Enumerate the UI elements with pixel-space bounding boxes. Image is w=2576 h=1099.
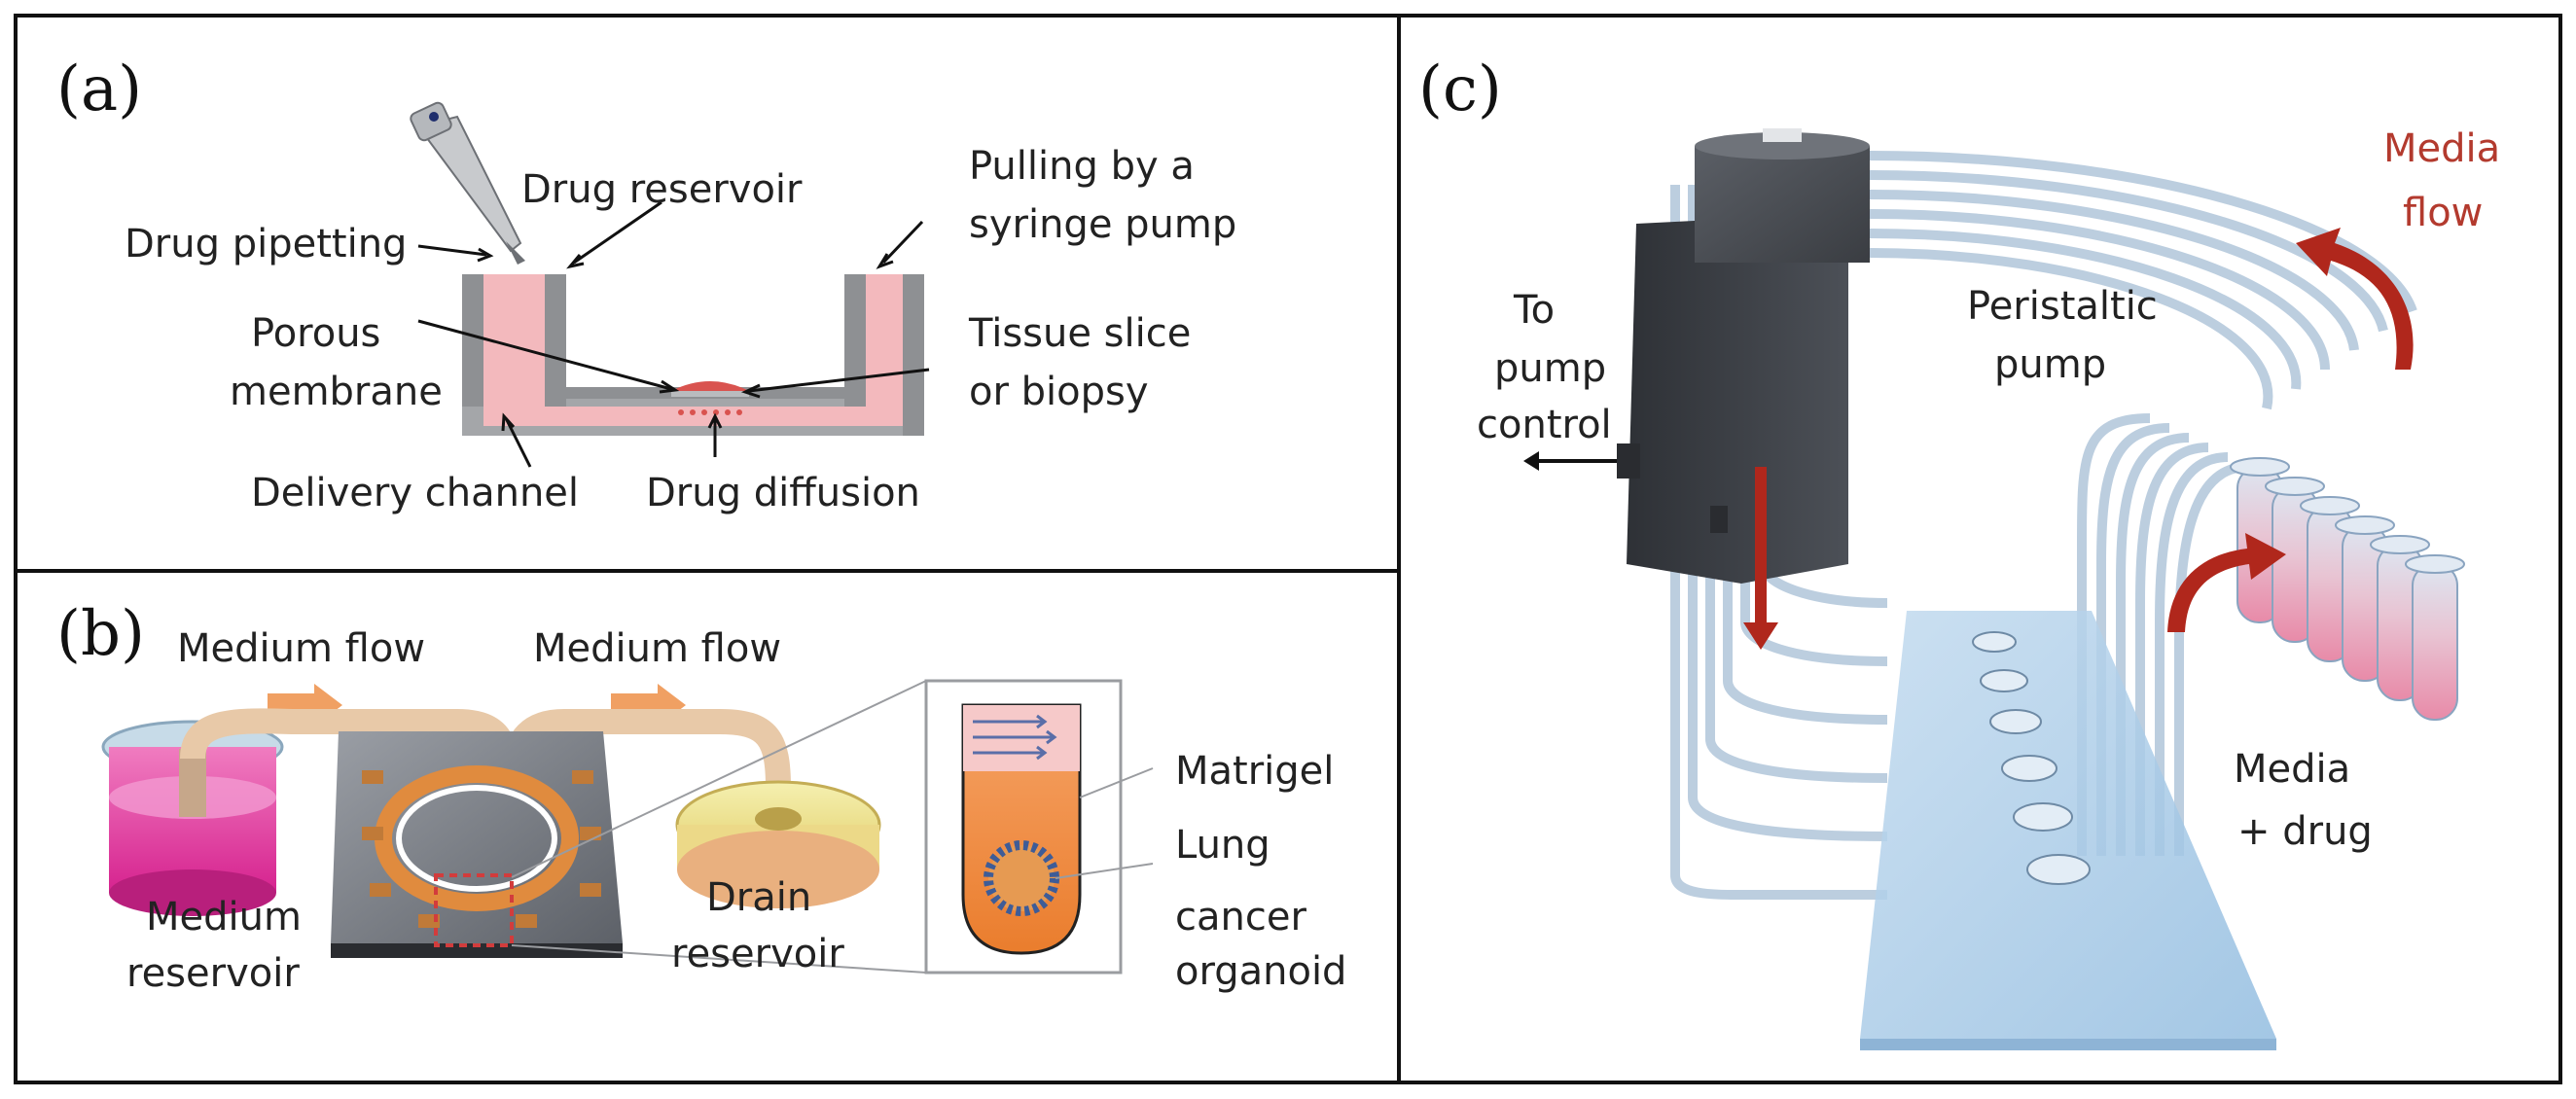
- panel-c-letter: (c): [1418, 53, 1502, 125]
- panel-a-leaders: [417, 200, 930, 468]
- left-wall-outer: [462, 274, 483, 407]
- peristaltic-pump-icon: [1617, 128, 1870, 584]
- drain-reservoir-icon: [675, 780, 881, 908]
- panel-b-letter: (b): [56, 598, 145, 670]
- porous-membrane: [671, 391, 749, 397]
- label-media-flow-line1: Media: [2383, 126, 2501, 171]
- media-tubes: [2230, 457, 2465, 721]
- media-drug-arrow: [2167, 533, 2286, 632]
- panel-b-device: [101, 679, 1154, 975]
- tissue-slice: [671, 381, 749, 391]
- pipette-icon: [410, 101, 525, 265]
- right-wall-inner: [844, 274, 866, 407]
- panel-c-frame: [1397, 14, 2562, 1084]
- label-tissue-line2: or biopsy: [969, 370, 1149, 414]
- left-wall-inner: [545, 274, 566, 407]
- label-peristaltic-line1: Peristaltic: [1967, 284, 2158, 329]
- label-drug-reservoir: Drug reservoir: [521, 167, 803, 212]
- label-drug-pipetting: Drug pipetting: [125, 222, 408, 266]
- label-peristaltic-line2: pump: [1994, 342, 2107, 387]
- panel-a-device: [410, 101, 930, 468]
- label-to-pump-line1: To: [1514, 288, 1556, 333]
- pump-control-arrow: [1523, 451, 1617, 471]
- label-media-drug-line1: Media: [2234, 747, 2351, 792]
- right-wall-outer: [903, 274, 924, 436]
- label-porous-line1: Porous: [251, 311, 381, 356]
- label-drain-reservoir-line2: reservoir: [671, 932, 844, 976]
- panel-c-system: [1523, 128, 2465, 1050]
- zoom-lines: [511, 680, 927, 974]
- drug-diffusion-dots: [678, 409, 742, 415]
- red-flow-arrows: [1743, 228, 2414, 650]
- microfluidic-plate: [1860, 611, 2276, 1050]
- pump-down-arrow: [1743, 467, 1778, 650]
- label-medium-reservoir-line2: reservoir: [126, 951, 300, 996]
- label-to-pump-line3: control: [1477, 403, 1612, 447]
- microfluidic-chip: [331, 731, 623, 958]
- right-reservoir-fluid: [866, 274, 903, 426]
- drug-reservoir-fluid: [483, 274, 545, 426]
- label-lung-line2: cancer: [1175, 895, 1306, 939]
- label-to-pump-line2: pump: [1494, 346, 1607, 391]
- label-medium-reservoir-line1: Medium: [146, 895, 302, 939]
- label-porous-line2: membrane: [230, 370, 443, 414]
- label-delivery-channel: Delivery channel: [251, 471, 580, 515]
- organoid-tube-icon: [961, 703, 1154, 955]
- label-media-drug-line2: + drug: [2237, 809, 2373, 854]
- panel-a-letter: (a): [56, 53, 143, 125]
- label-matrigel: Matrigel: [1175, 749, 1335, 794]
- label-medium-flow-right: Medium flow: [533, 626, 782, 671]
- label-drain-reservoir-line1: Drain: [706, 875, 812, 920]
- label-pulling-line1: Pulling by a: [969, 144, 1195, 189]
- label-tissue-line1: Tissue slice: [969, 311, 1192, 356]
- media-flow-arrow: [2296, 228, 2414, 370]
- label-lung-line1: Lung: [1175, 823, 1270, 868]
- label-lung-line3: organoid: [1175, 949, 1347, 994]
- label-drug-diffusion: Drug diffusion: [646, 471, 920, 515]
- label-media-flow-line2: flow: [2403, 191, 2484, 235]
- label-pulling-line2: syringe pump: [969, 202, 1237, 247]
- label-medium-flow-left: Medium flow: [177, 626, 426, 671]
